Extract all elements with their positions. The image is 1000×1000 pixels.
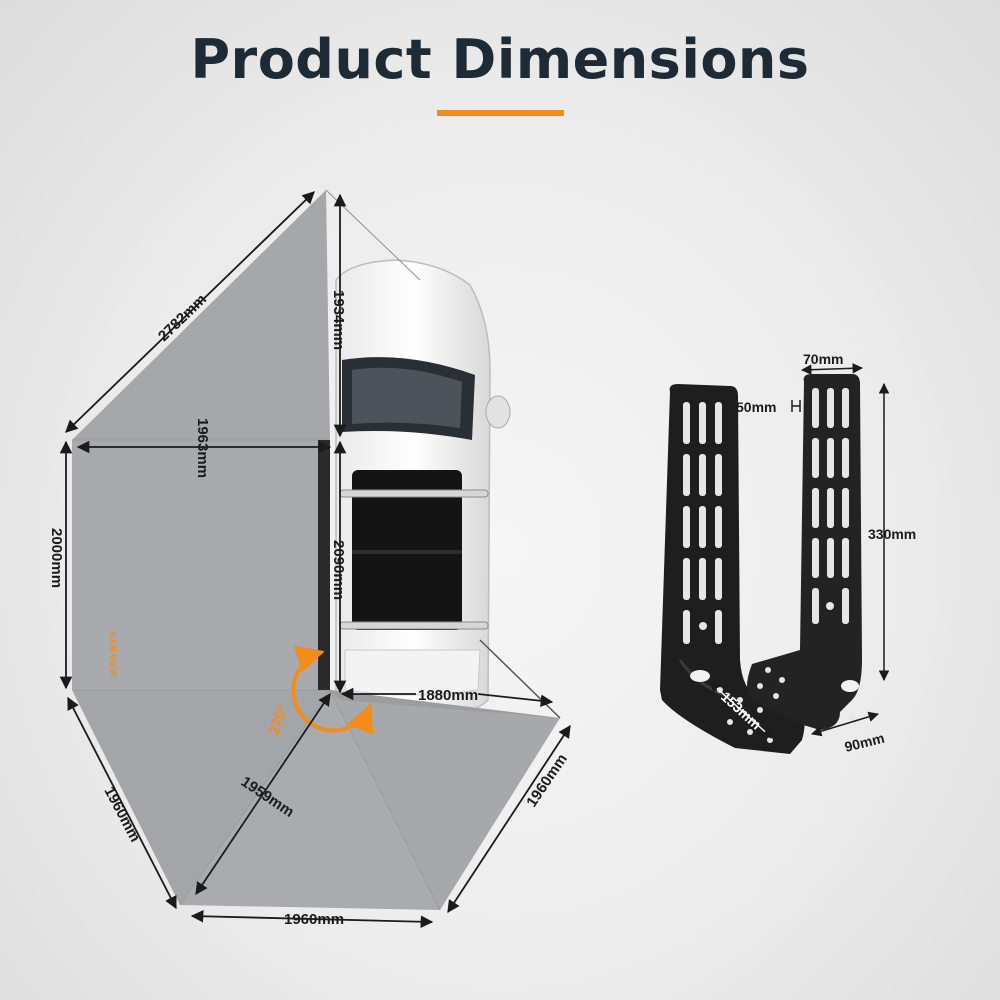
dim-width-1963: 1963mm xyxy=(194,418,211,478)
dim-left-height: 2000mm xyxy=(48,528,65,588)
dim-line-top-edge xyxy=(65,191,315,433)
dim-bracket-thickness: 50mm xyxy=(736,399,776,415)
dim-bottom: 1960mm xyxy=(284,911,344,928)
dim-to-rear: 1880mm xyxy=(418,687,478,704)
dim-line-diagonal xyxy=(195,692,331,896)
dim-car-front: 1934mm xyxy=(330,290,347,350)
dim-bracket-height: 330mm xyxy=(868,526,916,542)
dim-bracket-width: 70mm xyxy=(803,351,843,367)
dim-car-side: 2090mm xyxy=(330,540,347,600)
dim-line-lower-left xyxy=(67,696,177,910)
dim-line-right xyxy=(447,724,571,914)
title-underline xyxy=(437,110,564,116)
dim-line-bracket-base-width xyxy=(810,711,880,737)
page-title: Product Dimensions xyxy=(190,28,810,91)
mounting-brackets xyxy=(660,374,862,754)
awning-brand-label: KAN VIEW xyxy=(108,632,118,678)
dim-line-bottom xyxy=(190,909,434,929)
vehicle-top-view xyxy=(335,259,511,721)
dim-line-bracket-width xyxy=(800,363,864,375)
dim-bracket-base-width: 90mm xyxy=(843,730,886,755)
